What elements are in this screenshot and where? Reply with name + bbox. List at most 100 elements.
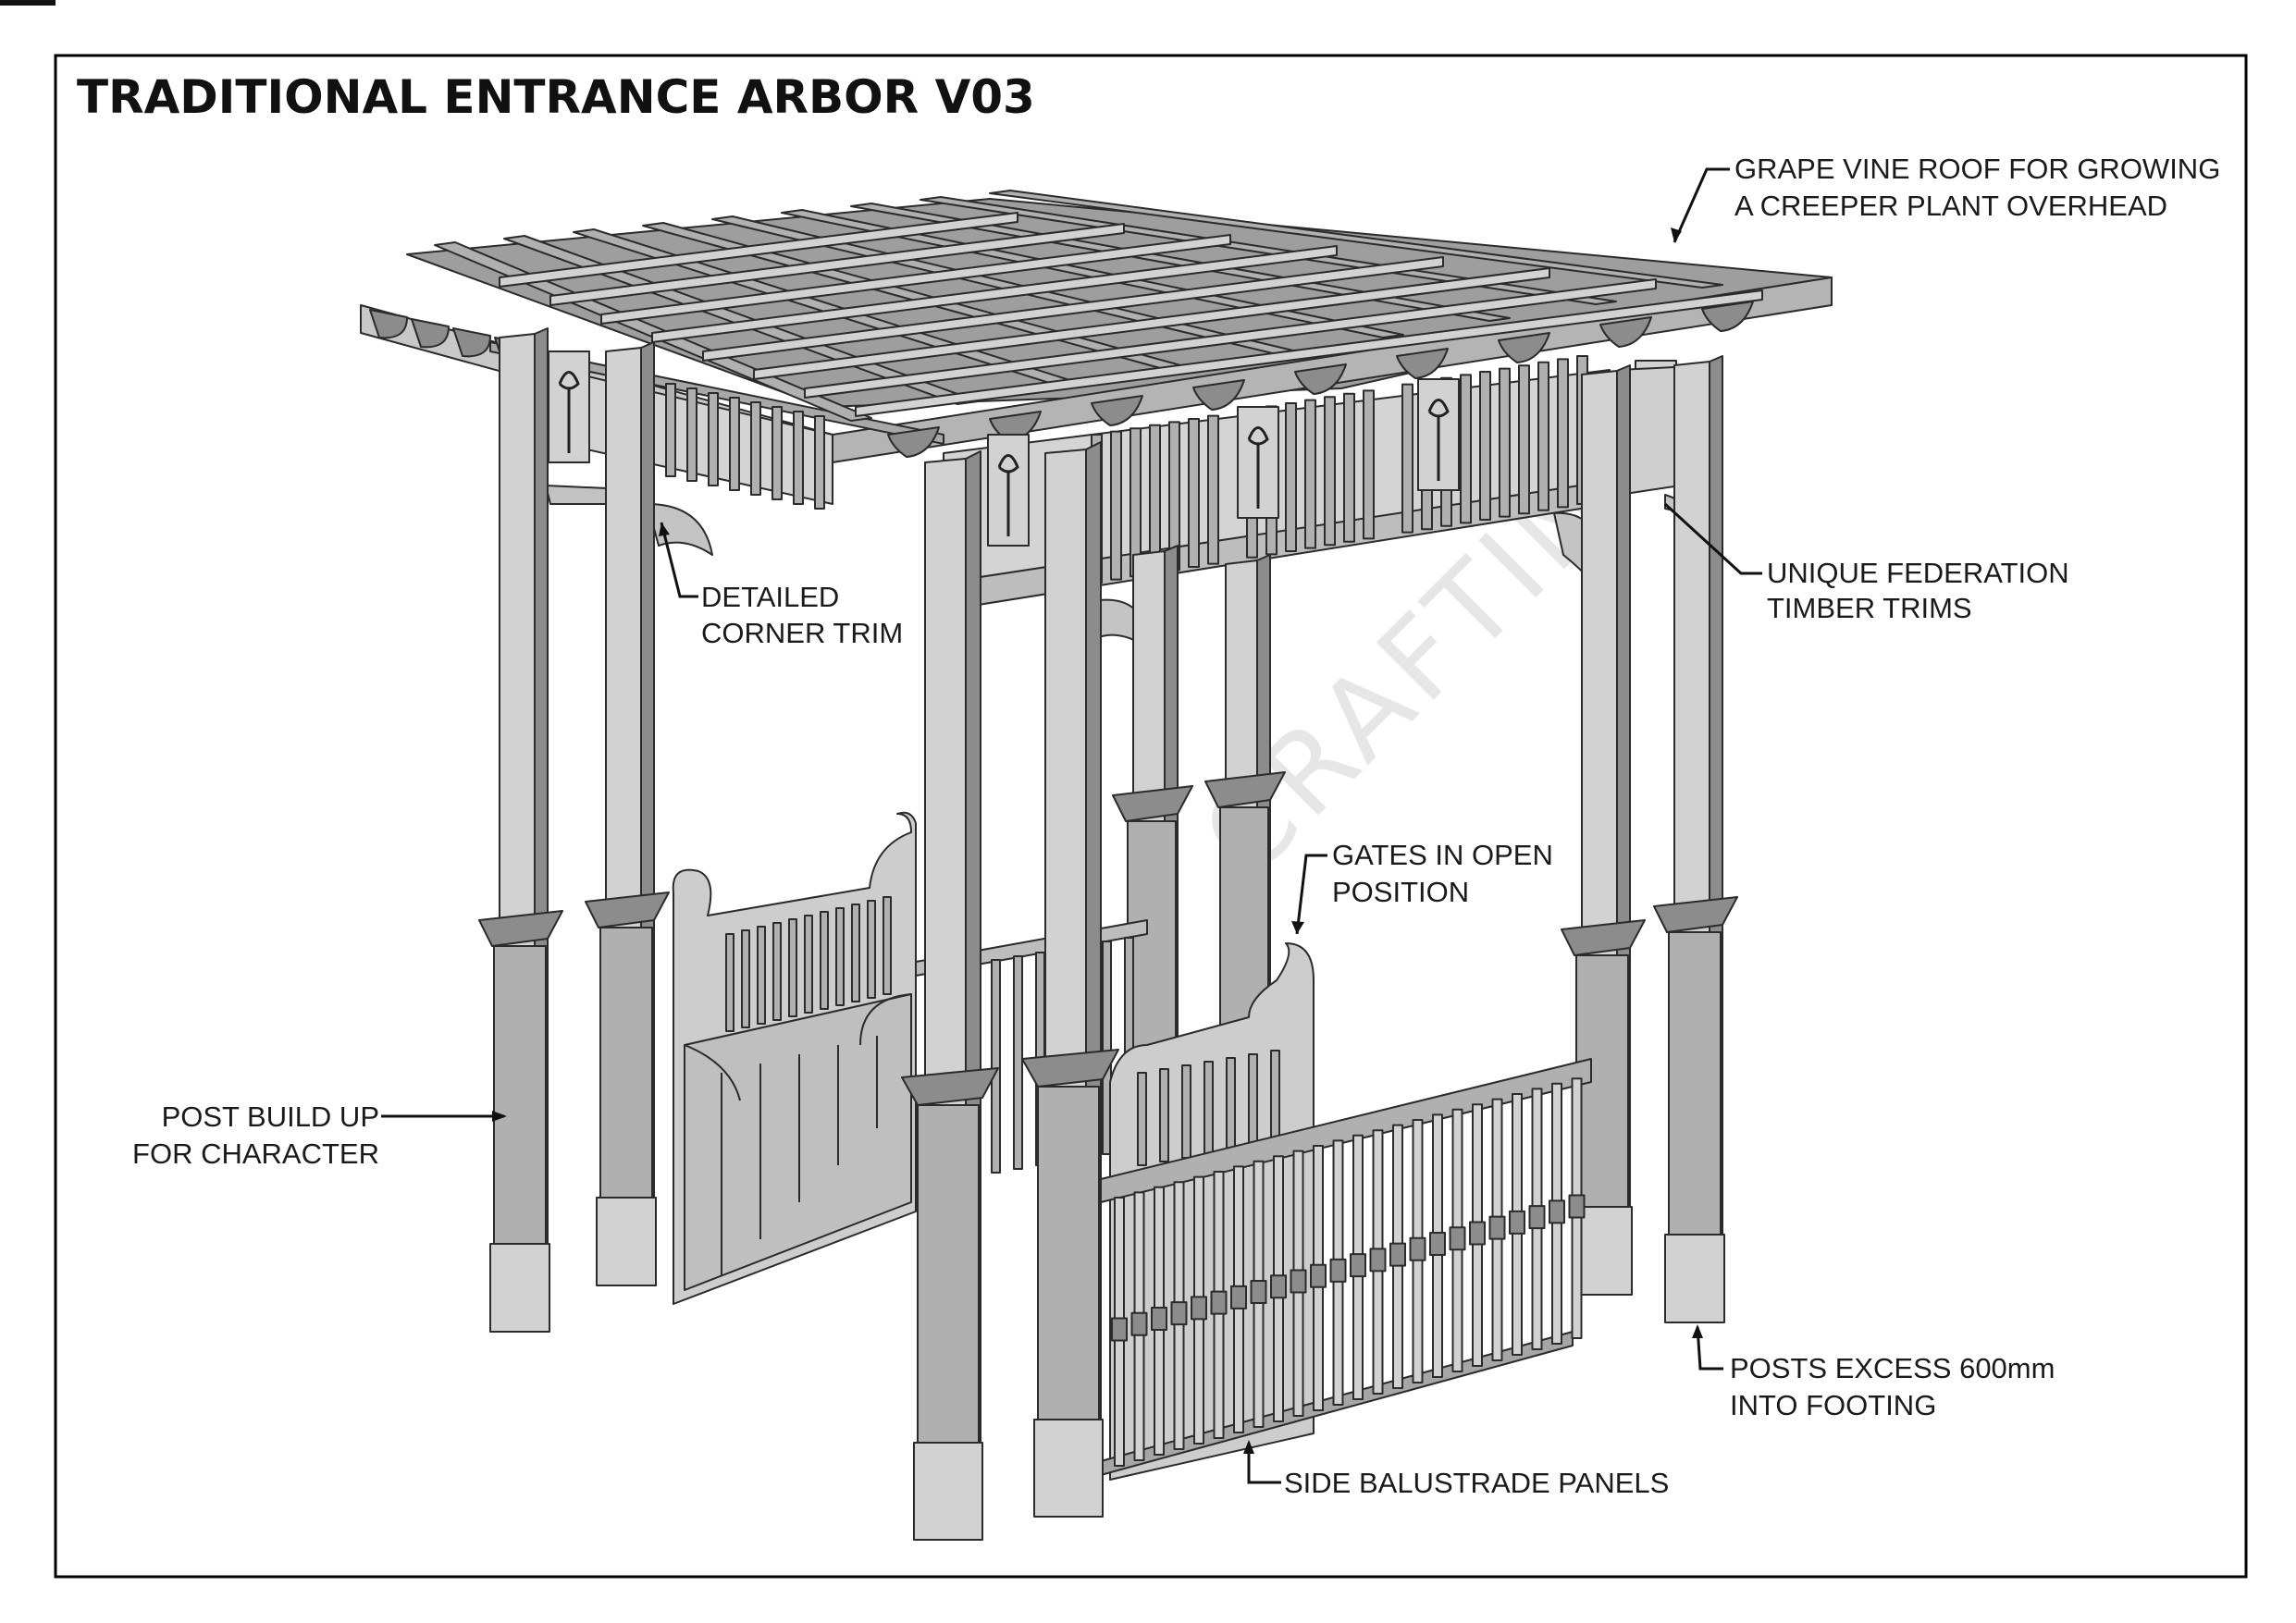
gate-picket: [1159, 1068, 1169, 1162]
rafter-tail: [1599, 316, 1652, 348]
frieze-picket: [1460, 374, 1472, 524]
frieze-picket: [665, 383, 676, 477]
gate-picket: [741, 929, 750, 1028]
callout-balustrade: SIDE BALUSTRADE PANELS: [1243, 1440, 1669, 1499]
arbor-front-posts: [901, 441, 1119, 1541]
rafter-tail: [1701, 301, 1754, 332]
callout-federation-line1: UNIQUE FEDERATION: [1767, 557, 2069, 589]
gate-picket: [1204, 1061, 1214, 1155]
rafter-tail: [1091, 395, 1143, 426]
baluster-turning: [1191, 1296, 1207, 1321]
frieze-picket: [793, 411, 804, 505]
batten: [651, 245, 1338, 343]
callout-roof: GRAPE VINE ROOF FOR GROWING A CREEPER PL…: [1671, 153, 2220, 243]
frieze-picket: [1304, 399, 1316, 549]
frieze-picket: [1188, 418, 1200, 568]
frieze-picket: [1499, 367, 1511, 518]
frieze-picket: [1343, 392, 1355, 543]
rafter-tail: [1192, 379, 1245, 411]
post-plinth: [913, 1442, 983, 1541]
frieze-picket: [1401, 383, 1413, 534]
gate-picket: [1270, 1050, 1280, 1144]
post-capital: [1561, 919, 1646, 956]
gate-picket: [820, 911, 829, 1010]
callout-corner-line1: DETAILED: [701, 581, 839, 613]
baluster-turning: [1151, 1306, 1167, 1331]
baluster-turning: [1389, 1242, 1406, 1267]
batten: [702, 256, 1444, 362]
gate-picket: [851, 904, 860, 1002]
tulip-motif: [997, 454, 1019, 536]
baluster-turning: [1210, 1290, 1228, 1315]
baluster-turning: [1488, 1215, 1506, 1240]
baluster-turning: [1469, 1221, 1486, 1246]
frieze-picket: [814, 415, 825, 510]
baluster-turning: [1409, 1236, 1426, 1261]
frieze-picket: [1479, 371, 1491, 521]
callout-gates-line2: POSITION: [1332, 876, 1469, 908]
post-capital: [1653, 896, 1738, 933]
callout-footing-line2: INTO FOOTING: [1730, 1389, 1936, 1421]
baluster-turning: [1130, 1311, 1148, 1336]
frieze-picket: [772, 406, 783, 500]
post-plinth: [489, 1243, 550, 1333]
gate-picket: [788, 918, 797, 1017]
baluster-turning: [1568, 1194, 1586, 1219]
corner-mark: [0, 0, 56, 6]
gate-picket: [883, 896, 892, 995]
callout-post-line2: FOR CHARACTER: [132, 1137, 379, 1170]
gate-picket: [1137, 1072, 1147, 1166]
baluster-turning: [1230, 1285, 1247, 1309]
rafter-tail: [887, 426, 940, 458]
gate-picket: [835, 907, 845, 1006]
frieze-picket: [1110, 430, 1122, 581]
gate-left: [672, 811, 917, 1305]
rafter: [989, 190, 1723, 289]
frieze-picket: [708, 392, 719, 486]
frieze-picket: [686, 387, 697, 482]
drawing-title: TRADITIONAL ENTRANCE ARBOR V03: [77, 70, 1035, 124]
baluster-turning: [1528, 1205, 1546, 1230]
callout-corner-line2: CORNER TRIM: [701, 617, 903, 649]
post-capital: [585, 891, 670, 928]
frieze-picket: [1324, 396, 1336, 547]
gate-picket: [867, 900, 876, 999]
callout-corner-trim: DETAILED CORNER TRIM: [659, 522, 903, 649]
tulip-motif: [558, 371, 580, 453]
baluster-turning: [1270, 1274, 1287, 1299]
batten: [499, 212, 1018, 288]
baluster-turning: [1369, 1248, 1387, 1273]
frieze-picket: [1537, 361, 1549, 511]
baluster-turning: [1549, 1199, 1565, 1224]
frieze-picket: [729, 397, 740, 491]
callout-footing: POSTS EXCESS 600mm INTO FOOTING: [1692, 1324, 2055, 1421]
post-capital: [1112, 785, 1193, 822]
baluster-turning: [1290, 1269, 1307, 1294]
baluster-turning: [1310, 1263, 1327, 1288]
callout-gates-line1: GATES IN OPEN: [1332, 839, 1553, 871]
post-plinth: [596, 1197, 657, 1286]
callout-post: POST BUILD UP FOR CHARACTER: [132, 1100, 507, 1170]
rafter-tail: [452, 327, 491, 358]
batten: [549, 223, 1125, 306]
post-plinth: [1664, 1234, 1725, 1323]
arbor-illustration: [360, 190, 1833, 1541]
post-capital: [1204, 771, 1286, 808]
post-capital: [478, 910, 563, 947]
frieze-picket: [1557, 358, 1569, 509]
baluster-turning: [1449, 1226, 1466, 1251]
post-capital: [901, 1067, 999, 1106]
frieze-picket: [1363, 389, 1375, 540]
baluster-turning: [1509, 1210, 1525, 1235]
frieze-panel-front: [548, 350, 1677, 611]
tulip-motif: [1247, 426, 1269, 509]
tulip-motif: [1427, 399, 1450, 481]
callout-footing-line1: POSTS EXCESS 600mm: [1730, 1352, 2055, 1384]
roof-battens: [499, 212, 1763, 417]
rafter-tail: [369, 309, 408, 339]
gate-picket: [757, 926, 766, 1025]
gate-picket: [1248, 1053, 1258, 1148]
callout-roof-line1: GRAPE VINE ROOF FOR GROWING: [1734, 153, 2220, 185]
balustrade-front: [1100, 1058, 1592, 1476]
